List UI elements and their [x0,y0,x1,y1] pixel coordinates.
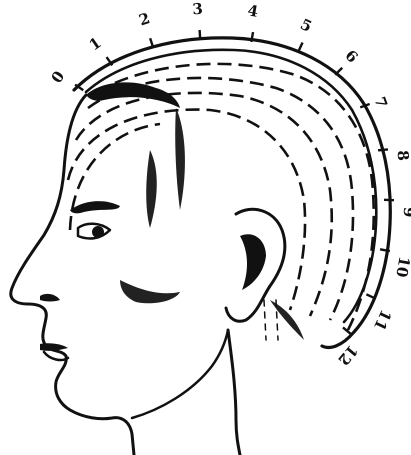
scale-label-6: 6 [341,46,361,66]
scale-label-9: 9 [400,207,411,218]
scale-label-10: 10 [392,255,411,279]
face-outline [11,95,134,455]
dashed-curve-5 [70,124,160,230]
scale-label-5: 5 [298,15,315,36]
scale-label-1: 1 [86,34,105,55]
ear-inner [240,234,266,290]
scale-tick-5 [298,43,302,52]
scale-label-3: 3 [192,0,204,18]
neck-stroke-1 [264,300,266,340]
scale-tick-4 [251,32,253,42]
nostril [40,294,60,302]
neck-back [228,330,240,455]
eyebrow [70,201,120,213]
mouth [40,343,68,351]
scale-tick-7 [360,104,369,107]
dashed-curves [68,64,374,330]
scale-label-8: 8 [394,150,411,162]
scale-tick-8 [378,149,388,150]
scale-tick-3 [200,30,201,40]
head-profile [11,82,304,455]
scale-tick-10 [380,249,390,251]
scale-label-2: 2 [137,9,152,29]
temple-shading [146,150,157,228]
scale-label-4: 4 [246,1,259,21]
neck-shading [270,300,304,340]
jaw-line [132,330,228,418]
eye-pupil [92,226,104,238]
temple-shading-2 [175,108,185,210]
scale-label-0: 0 [48,68,69,87]
scale-label-11: 11 [370,307,395,334]
scale-label-7: 7 [370,94,390,110]
cheek-shading [120,280,180,303]
